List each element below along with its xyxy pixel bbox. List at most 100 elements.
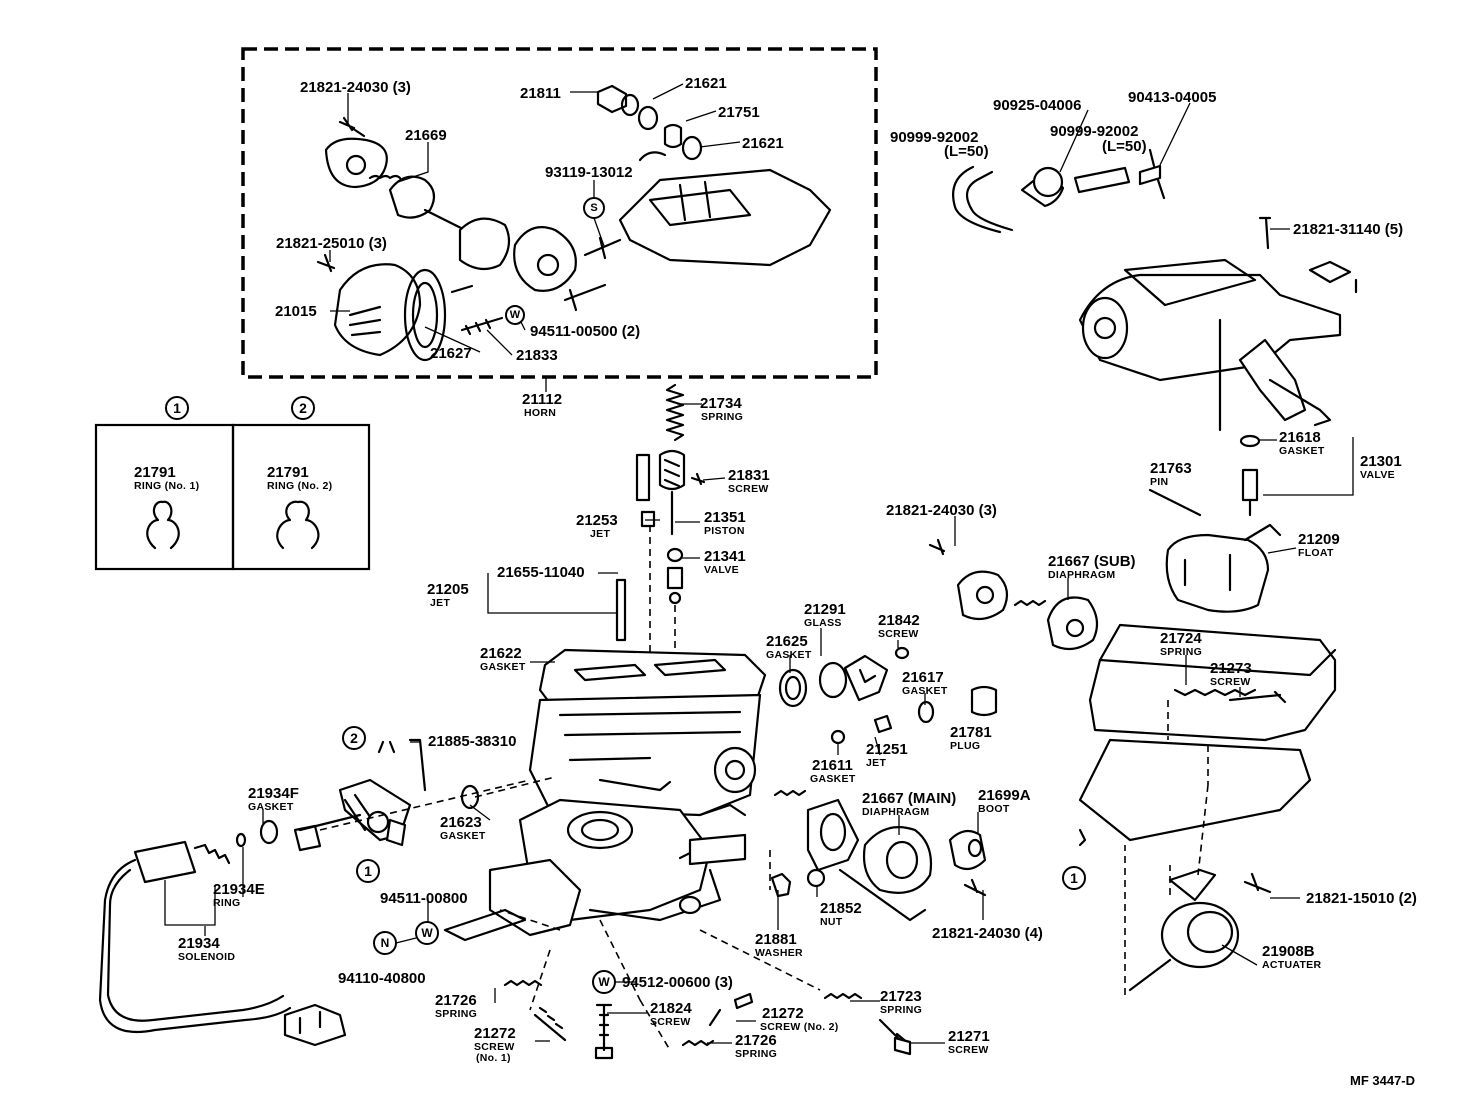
- callout-21667-main: 21667 (MAIN): [862, 790, 956, 807]
- callout-21209: 21209: [1298, 531, 1340, 548]
- callout-21881: 21881: [755, 931, 797, 948]
- callout-21617-desc: GASKET: [902, 685, 948, 697]
- callout-21272-no1: 21272: [474, 1025, 516, 1042]
- callout-21811: 21811: [520, 85, 561, 102]
- callout-21934F: 21934F: [248, 785, 299, 802]
- callout-21251: 21251: [866, 741, 908, 758]
- callout-21667-sub: 21667 (SUB): [1048, 553, 1136, 570]
- float-chamber-body: [1078, 623, 1337, 876]
- horn-assembly-parts: W S: [316, 84, 832, 362]
- washer-marker-w3: W: [598, 975, 610, 989]
- callout-21934E-desc: RING: [213, 897, 240, 909]
- callout-21726-a: 21726: [435, 992, 477, 1009]
- callout-21205-desc: JET: [430, 597, 450, 609]
- inset1-part-number: 21791: [134, 464, 176, 481]
- callout-21667-sub-desc: DIAPHRAGM: [1048, 569, 1115, 581]
- callout-21253-desc: JET: [590, 528, 610, 540]
- body-small-parts: [363, 850, 912, 1060]
- callout-94511-00500: 94511-00500 (2): [530, 323, 640, 340]
- callout-21726-a-desc: SPRING: [435, 1008, 477, 1020]
- callout-21623-desc: GASKET: [440, 830, 486, 842]
- callout-21821-25010: 21821-25010 (3): [276, 235, 387, 252]
- callout-21734: 21734: [700, 395, 742, 412]
- callout-21351-desc: PISTON: [704, 525, 745, 537]
- callout-21015: 21015: [275, 303, 317, 320]
- callout-90999-92002-a: 90999-92002: [890, 129, 978, 146]
- callout-21821-31140: 21821-31140 (5): [1293, 221, 1403, 238]
- horn-assembly-frame: [241, 47, 878, 379]
- linkage-and-solenoid: [98, 738, 556, 1047]
- callout-21726-b-desc: SPRING: [735, 1048, 777, 1060]
- callout-21821-24030-c: 21821-24030 (4): [932, 925, 1043, 942]
- callout-94511-00800: 94511-00800: [380, 890, 468, 907]
- callout-21852: 21852: [820, 900, 862, 917]
- circled-markers: 2 1 1 N W W: [342, 726, 1086, 994]
- callout-21821-15010: 21821-15010 (2): [1306, 890, 1417, 907]
- ring1-location-marker: 1: [364, 863, 372, 879]
- callout-21291-desc: GLASS: [804, 617, 842, 629]
- callout-21271: 21271: [948, 1028, 990, 1045]
- callout-93119-13012: 93119-13012: [545, 164, 633, 181]
- callout-21351: 21351: [704, 509, 746, 526]
- callout-21908B-desc: ACTUATER: [1262, 959, 1321, 971]
- callout-21821-24030-b: 21821-24030 (3): [886, 502, 997, 519]
- callout-21251-desc: JET: [866, 757, 886, 769]
- vacuum-hose-parts: [952, 148, 1166, 234]
- callout-21623: 21623: [440, 814, 482, 831]
- carburetor-cover-right: [1078, 216, 1358, 432]
- callout-21617: 21617: [902, 669, 944, 686]
- ring-inset-boxes: 1 2: [94, 396, 371, 571]
- callout-21831-desc: SCREW: [728, 483, 769, 495]
- ring2-location-marker: 2: [350, 730, 358, 746]
- part-callouts: 21821-24030 (3) 21669 21811 21621 21751 …: [134, 75, 1417, 1088]
- callout-21724: 21724: [1160, 630, 1202, 647]
- callout-21209-desc: FLOAT: [1298, 547, 1334, 559]
- ring1-location-marker-right: 1: [1070, 870, 1078, 886]
- callout-21831: 21831: [728, 467, 770, 484]
- callout-21833: 21833: [516, 347, 558, 364]
- callout-21667-main-desc: DIAPHRAGM: [862, 806, 929, 818]
- callout-94512-00600: 94512-00600 (3): [622, 974, 733, 991]
- callout-21724-desc: SPRING: [1160, 646, 1202, 658]
- callout-21112-desc: HORN: [524, 407, 556, 419]
- callout-90999-92002-a-len: (L=50): [944, 143, 989, 160]
- callout-21852-desc: NUT: [820, 916, 843, 928]
- washer-marker-w1: W: [510, 309, 521, 321]
- callout-21908B: 21908B: [1262, 943, 1315, 960]
- callout-21763-desc: PIN: [1150, 476, 1168, 488]
- callout-21272-no2-desc: SCREW (No. 2): [760, 1021, 839, 1033]
- callout-21625-desc: GASKET: [766, 649, 812, 661]
- callout-21271-desc: SCREW: [948, 1044, 989, 1056]
- callout-21621-a: 21621: [685, 75, 727, 92]
- callout-21205: 21205: [427, 581, 469, 598]
- callout-90999-92002-b: 90999-92002: [1050, 123, 1138, 140]
- callout-21934: 21934: [178, 935, 220, 952]
- callout-21618-desc: GASKET: [1279, 445, 1325, 457]
- inset1-part-desc: RING (No. 1): [134, 480, 199, 492]
- callout-21341-desc: VALVE: [704, 564, 739, 576]
- callout-21763: 21763: [1150, 460, 1192, 477]
- callout-21699A-desc: BOOT: [978, 803, 1010, 815]
- callout-21625: 21625: [766, 633, 808, 650]
- callout-21934E: 21934E: [213, 881, 265, 898]
- callout-90999-92002-b-len: (L=50): [1102, 138, 1147, 155]
- callout-21253: 21253: [576, 512, 618, 529]
- carburetor-main-body: [443, 648, 767, 942]
- callout-21699A: 21699A: [978, 787, 1031, 804]
- callout-21723: 21723: [880, 988, 922, 1005]
- callout-21781: 21781: [950, 724, 992, 741]
- callout-21655-11040: 21655-11040: [497, 564, 585, 581]
- callout-21291: 21291: [804, 601, 846, 618]
- callout-21821-24030-a: 21821-24030 (3): [300, 79, 411, 96]
- callout-21621-b: 21621: [742, 135, 784, 152]
- inset-marker-1: 1: [173, 400, 181, 416]
- callout-21301-desc: VALVE: [1360, 469, 1395, 481]
- callout-21272-no1-desc: SCREW: [474, 1041, 515, 1053]
- callout-21273: 21273: [1210, 660, 1252, 677]
- callout-21272-no1-variant: (No. 1): [476, 1052, 511, 1064]
- callout-21824-desc: SCREW: [650, 1016, 691, 1028]
- diaphragm-parts: [770, 538, 1099, 922]
- callout-21934-desc: SOLENOID: [178, 951, 235, 963]
- callout-21824: 21824: [650, 1000, 692, 1017]
